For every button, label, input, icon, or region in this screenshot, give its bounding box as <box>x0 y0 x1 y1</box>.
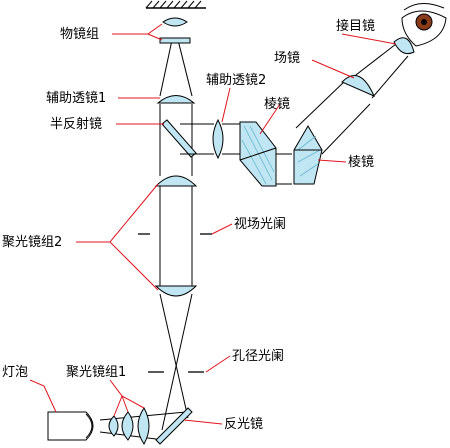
reflector-mirror <box>155 407 193 445</box>
label-eyepiece: 接目镜 <box>336 18 375 34</box>
prism-1 <box>239 121 277 187</box>
label-half-mirror: 半反射镜 <box>50 116 102 132</box>
diagram-labels: 物镜组 接目镜 场镜 辅助透镜1 辅助透镜2 半反射镜 棱镜 棱镜 聚光镜组2 … <box>2 18 375 432</box>
label-condenser-1: 聚光镜组1 <box>66 365 126 380</box>
objective-lens-group <box>159 17 191 44</box>
aux-lens-2 <box>212 118 224 160</box>
half-mirror <box>161 119 197 158</box>
label-prism-2: 棱镜 <box>348 154 374 170</box>
label-field-lens: 场镜 <box>274 51 300 66</box>
label-reflector: 反光镜 <box>224 417 263 432</box>
specimen-stage <box>145 0 206 9</box>
vertical-light-path <box>159 39 193 431</box>
prism-2 <box>293 125 323 185</box>
label-condenser-2: 聚光镜组2 <box>2 235 62 250</box>
label-aperture-stop: 孔径光阑 <box>232 349 284 364</box>
label-objective: 物镜组 <box>60 27 99 42</box>
label-aux-lens-2: 辅助透镜2 <box>206 73 266 88</box>
eyepiece-lens <box>393 37 415 55</box>
label-field-stop: 视场光阑 <box>234 217 286 232</box>
horizontal-light-path <box>180 123 292 185</box>
label-prism-1: 棱镜 <box>264 96 290 112</box>
aux-lens-1 <box>156 95 196 104</box>
condenser-group-1 <box>99 407 187 445</box>
lamp-bulb <box>47 411 94 441</box>
leader-lines <box>29 23 397 425</box>
condenser-group-2 <box>154 175 198 297</box>
field-lens <box>341 75 375 97</box>
observer-eye <box>401 3 447 47</box>
label-lamp: 灯泡 <box>2 365 28 380</box>
label-aux-lens-1: 辅助透镜1 <box>46 91 106 106</box>
eyepiece-tube <box>295 43 409 155</box>
